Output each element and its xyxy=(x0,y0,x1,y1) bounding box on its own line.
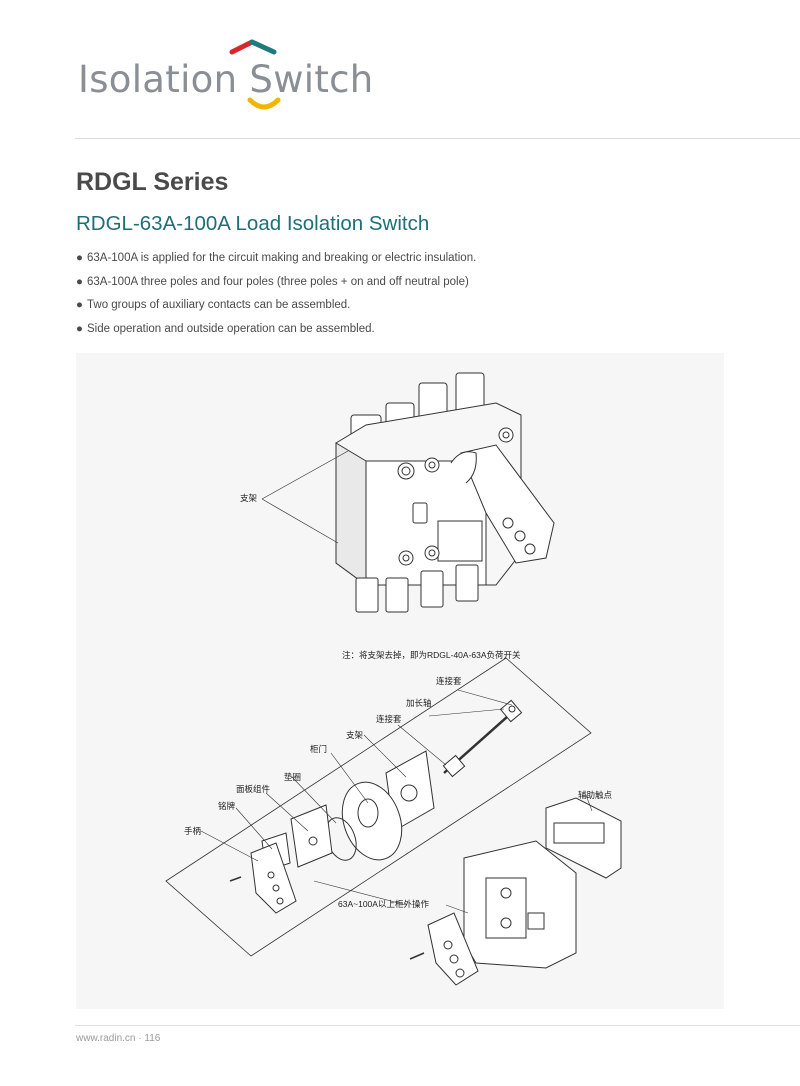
feature-item: ●63A-100A three poles and four poles (th… xyxy=(76,275,469,288)
brand-logo: Isolation Switch xyxy=(74,36,373,120)
footer-separator: · xyxy=(138,1033,142,1044)
switch-body-illustration xyxy=(335,372,555,613)
product-title: RDGL-63A-100A Load Isolation Switch xyxy=(76,212,430,235)
label-panel-assembly: 面板组件 xyxy=(236,784,271,794)
bullet-icon: ● xyxy=(76,299,83,311)
header-divider xyxy=(75,138,800,139)
label-aux-contact: 辅助触点 xyxy=(578,790,613,800)
page-number: 116 xyxy=(144,1033,161,1044)
label-connector-sleeve-top: 连接套 xyxy=(436,676,462,686)
label-connector-sleeve: 连接套 xyxy=(376,714,402,724)
label-extension-shaft: 加长轴 xyxy=(406,698,432,708)
feature-item: ●Two groups of auxiliary contacts can be… xyxy=(76,299,351,311)
label-gasket: 垫圈 xyxy=(284,772,302,782)
feature-item: ●63A-100A is applied for the circuit mak… xyxy=(76,252,477,264)
brand-title: Isolation Switch xyxy=(78,58,374,101)
page-footer: www.radin.cn · 116 xyxy=(76,1033,160,1044)
feature-list: ●63A-100A is applied for the circuit mak… xyxy=(76,250,476,344)
label-outside-operation: 63A~100A以上柜外操作 xyxy=(338,899,429,909)
label-handle: 手柄 xyxy=(184,826,202,836)
bullet-icon: ● xyxy=(76,252,83,264)
footer-site: www.radin.cn xyxy=(76,1033,136,1044)
feature-item: ●Side operation and outside operation ca… xyxy=(76,322,375,335)
label-bracket-top: 支架 xyxy=(240,493,258,503)
bullet-icon: ● xyxy=(76,275,83,288)
label-cabinet-door: 柜门 xyxy=(310,744,328,754)
logo-roof-icon xyxy=(229,39,281,110)
bullet-icon: ● xyxy=(76,322,83,335)
label-bracket: 支架 xyxy=(346,730,364,740)
series-title: RDGL Series xyxy=(76,168,229,196)
figure-note: 注：将支架去掉，即为RDGL-40A-63A负荷开关 xyxy=(342,650,521,660)
technical-drawing-panel: 支架 注：将支架去掉，即为RDGL-40A-63A负荷开关 连接套 加长轴 连接… xyxy=(76,353,724,1009)
isolation-switch-drawing xyxy=(165,372,622,986)
label-nameplate: 铭牌 xyxy=(218,801,236,811)
footer-divider xyxy=(75,1025,800,1026)
